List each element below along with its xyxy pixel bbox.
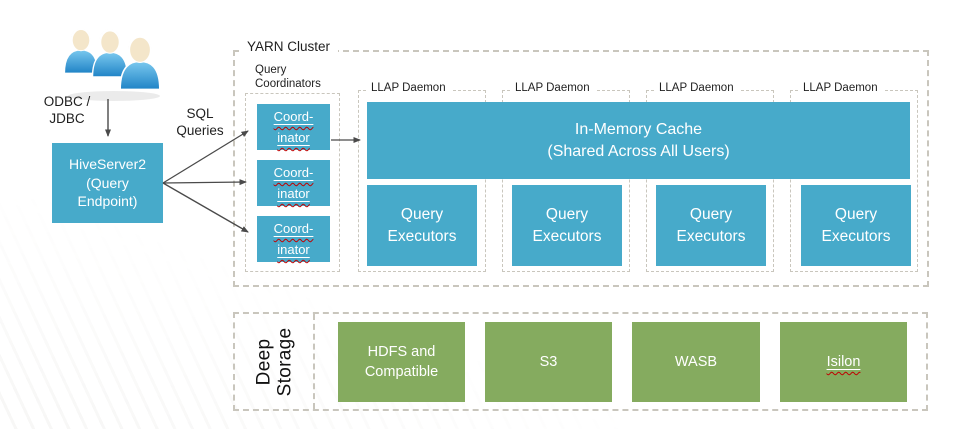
- storage-box-wasb: WASB: [632, 322, 760, 402]
- executors-3-line1: Query: [689, 205, 733, 223]
- executors-2-line2: Executors: [532, 227, 602, 245]
- s3-label: S3: [539, 354, 558, 370]
- llap-daemon-frame-2: LLAP Daemon: [502, 80, 630, 272]
- users-icon: [63, 27, 161, 101]
- hiveserver2-line1: HiveServer2: [68, 156, 147, 173]
- executors-3-line2: Executors: [676, 227, 746, 245]
- query-executors-box-4: Query Executors: [801, 185, 911, 266]
- spellcheck-underline: inator: [277, 130, 310, 145]
- query-executors-box-2: Query Executors: [512, 185, 622, 266]
- odbc-jdbc-label: ODBC / JDBC: [26, 94, 108, 127]
- spellcheck-underline: Coord-: [274, 109, 314, 124]
- coordinator-3-line2: inator: [277, 242, 310, 257]
- hiveserver2-line3: Endpoint): [77, 193, 138, 210]
- executors-4-line1: Query: [834, 205, 878, 223]
- executors-4-line2: Executors: [821, 227, 891, 245]
- sql-queries-line2: Queries: [176, 123, 224, 138]
- llap-daemon-frame-1: LLAP Daemon: [358, 80, 486, 272]
- spellcheck-underline: inator: [277, 242, 310, 257]
- coordinator-box-1: Coord- inator: [257, 104, 330, 150]
- deep-storage-label-line1: Deep: [253, 338, 274, 385]
- coordinator-box-3: Coord- inator: [257, 216, 330, 262]
- wasb-label: WASB: [674, 354, 718, 370]
- hiveserver2-line2: (Query: [86, 174, 129, 191]
- yarn-cluster-label: YARN Cluster: [243, 36, 339, 58]
- user-back-middle: [91, 28, 129, 78]
- spellcheck-underline: Isilon: [827, 354, 861, 370]
- executors-2-line1: Query: [545, 205, 589, 223]
- hdfs-line2: Compatible: [364, 364, 439, 380]
- sql-queries-line1: SQL: [186, 106, 214, 121]
- llap-daemon-frame-3: LLAP Daemon: [646, 80, 774, 272]
- storage-box-hdfs: HDFS and Compatible: [338, 322, 465, 402]
- odbc-jdbc-line2: JDBC: [49, 110, 85, 126]
- query-coordinators-label-line1: Query: [255, 64, 287, 76]
- storage-box-s3: S3: [485, 322, 612, 402]
- sql-queries-label: SQL Queries: [168, 105, 232, 139]
- query-executors-box-1: Query Executors: [367, 185, 477, 266]
- llap-daemon-label-2: LLAP Daemon: [512, 80, 595, 97]
- coordinator-2-line1: Coord-: [273, 165, 314, 180]
- coordinator-2-line2: inator: [277, 186, 310, 201]
- executors-1-line1: Query: [400, 205, 444, 223]
- user-front-right: [119, 34, 161, 91]
- llap-daemon-label-1: LLAP Daemon: [368, 80, 451, 97]
- hdfs-line1: HDFS and: [367, 344, 436, 360]
- yarn-cluster-frame: YARN Cluster: [233, 36, 929, 287]
- query-coordinators-label-line2: Coordinators: [255, 77, 321, 90]
- hiveserver2-box: HiveServer2 (Query Endpoint): [52, 143, 163, 223]
- spellcheck-underline: Coord-: [274, 165, 314, 180]
- coordinator-3-line1: Coord-: [273, 221, 314, 236]
- llap-daemon-label-3: LLAP Daemon: [656, 80, 739, 97]
- isilon-label: Isilon: [826, 354, 861, 370]
- spellcheck-underline: Coord-: [274, 221, 314, 236]
- cache-line2: (Shared Across All Users): [547, 142, 730, 160]
- query-executors-box-3: Query Executors: [656, 185, 766, 266]
- user-back-left: [63, 27, 99, 74]
- storage-box-isilon: Isilon: [780, 322, 907, 402]
- in-memory-cache-box: In-Memory Cache (Shared Across All Users…: [367, 102, 910, 179]
- spellcheck-underline: inator: [277, 186, 310, 201]
- coordinator-box-2: Coord- inator: [257, 160, 330, 206]
- coordinator-1-line1: Coord-: [273, 109, 314, 124]
- deep-storage-label-line2: Storage: [274, 327, 295, 396]
- deep-storage-divider: [313, 314, 315, 409]
- executors-1-line2: Executors: [387, 227, 457, 245]
- query-coordinators-label: Query Coordinators: [255, 64, 321, 91]
- llap-daemon-frame-4: LLAP Daemon: [790, 80, 918, 272]
- cache-line1: In-Memory Cache: [574, 120, 703, 138]
- odbc-jdbc-line1: ODBC /: [43, 94, 91, 109]
- coordinator-1-line2: inator: [277, 130, 310, 145]
- deep-storage-label: Deep Storage: [235, 314, 313, 409]
- llap-daemon-label-4: LLAP Daemon: [800, 80, 883, 97]
- deep-storage-frame: Deep Storage: [233, 312, 928, 411]
